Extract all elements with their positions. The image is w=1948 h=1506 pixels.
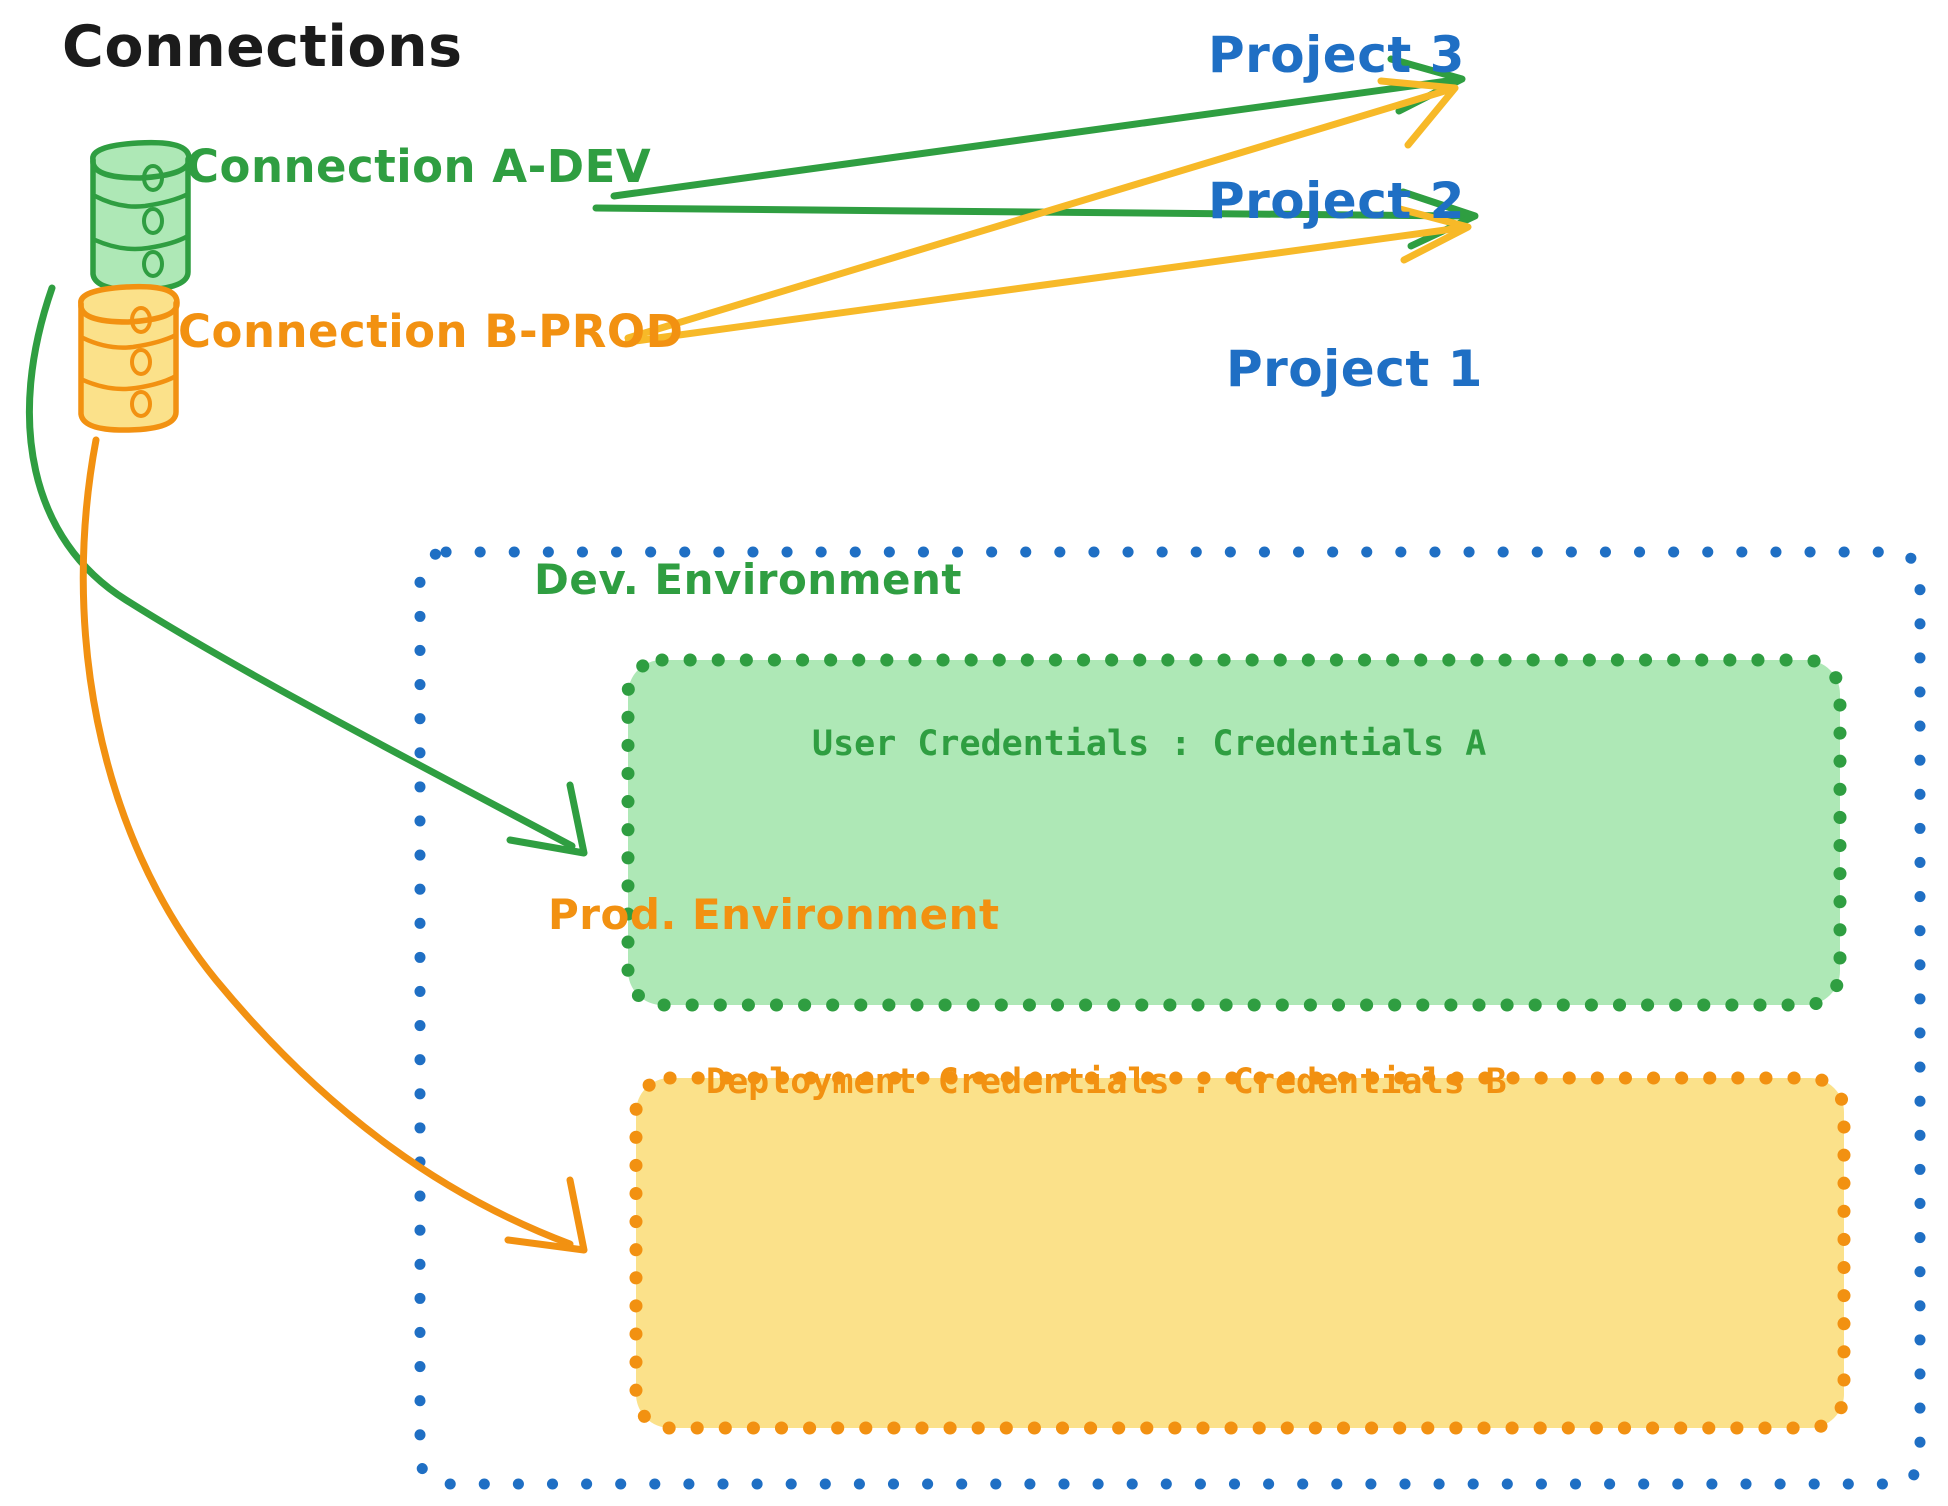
project-1-label[interactable]: Project 1 xyxy=(1226,340,1483,398)
arrow-line xyxy=(592,204,1472,220)
arrow-conn-b-to-project-3 xyxy=(624,77,1459,342)
cylinder-green-led-2 xyxy=(142,207,164,235)
arrow-curve xyxy=(26,284,576,850)
arrow-conn-a-to-project-2 xyxy=(592,188,1479,250)
arrow-conn-b-to-project-2 xyxy=(624,204,1472,346)
cylinder-orange-divider-1 xyxy=(80,332,179,350)
arrow-conn-b-to-prod-environment xyxy=(79,436,588,1254)
prod-environment-fill xyxy=(636,1078,1844,1428)
dev-environment-fill xyxy=(628,660,1840,1005)
cylinder-orange-led-2 xyxy=(130,348,152,376)
cylinder-green-led-1 xyxy=(142,164,164,192)
arrow-curve xyxy=(79,436,574,1248)
database-cylinder-icon-orange[interactable] xyxy=(78,283,180,433)
arrowhead xyxy=(1377,77,1459,149)
cylinder-orange-side xyxy=(78,300,179,433)
prod-environment-credentials: Deployment Credentials : Credentials B xyxy=(706,1062,1507,1102)
cylinder-green-top-fill xyxy=(92,141,188,175)
arrowhead xyxy=(1399,188,1479,250)
connection-b-prod-label[interactable]: Connection B-PROD xyxy=(178,305,684,358)
dev-environment-box[interactable] xyxy=(621,653,1847,1012)
page-title: Connections xyxy=(62,14,463,80)
prod-environment-title: Prod. Environment xyxy=(548,890,1000,939)
project-3-label[interactable]: Project 3 xyxy=(1208,26,1465,84)
cylinder-orange-led-1 xyxy=(130,306,152,334)
prod-environment-border xyxy=(629,1071,1851,1435)
cylinder-green-divider-2 xyxy=(92,233,191,252)
arrow-line xyxy=(624,224,1464,346)
connection-a-dev-label[interactable]: Connection A-DEV xyxy=(186,140,652,193)
arrowhead xyxy=(1392,204,1472,264)
arrow-conn-a-to-dev-environment xyxy=(26,284,588,857)
dev-environment-title: Dev. Environment xyxy=(534,555,962,604)
project-1-container-border xyxy=(414,546,1926,1490)
arrow-line xyxy=(624,86,1452,342)
cylinder-orange-top-fill xyxy=(80,285,176,319)
project-2-label[interactable]: Project 2 xyxy=(1208,172,1465,230)
dev-environment-credentials: User Credentials : Credentials A xyxy=(812,724,1487,764)
arrowhead xyxy=(504,1176,588,1254)
dev-environment-border xyxy=(621,653,1847,1012)
cylinder-green-led-3 xyxy=(142,250,164,278)
cylinder-orange-led-3 xyxy=(130,390,152,418)
cylinder-green-divider-1 xyxy=(92,191,191,209)
database-cylinder-icon-green[interactable] xyxy=(90,139,192,293)
arrowhead xyxy=(506,781,588,857)
arrow-line xyxy=(610,76,1459,200)
cylinder-orange-divider-2 xyxy=(80,373,179,392)
prod-environment-box[interactable] xyxy=(629,1071,1851,1435)
project-1-container xyxy=(414,546,1926,1490)
